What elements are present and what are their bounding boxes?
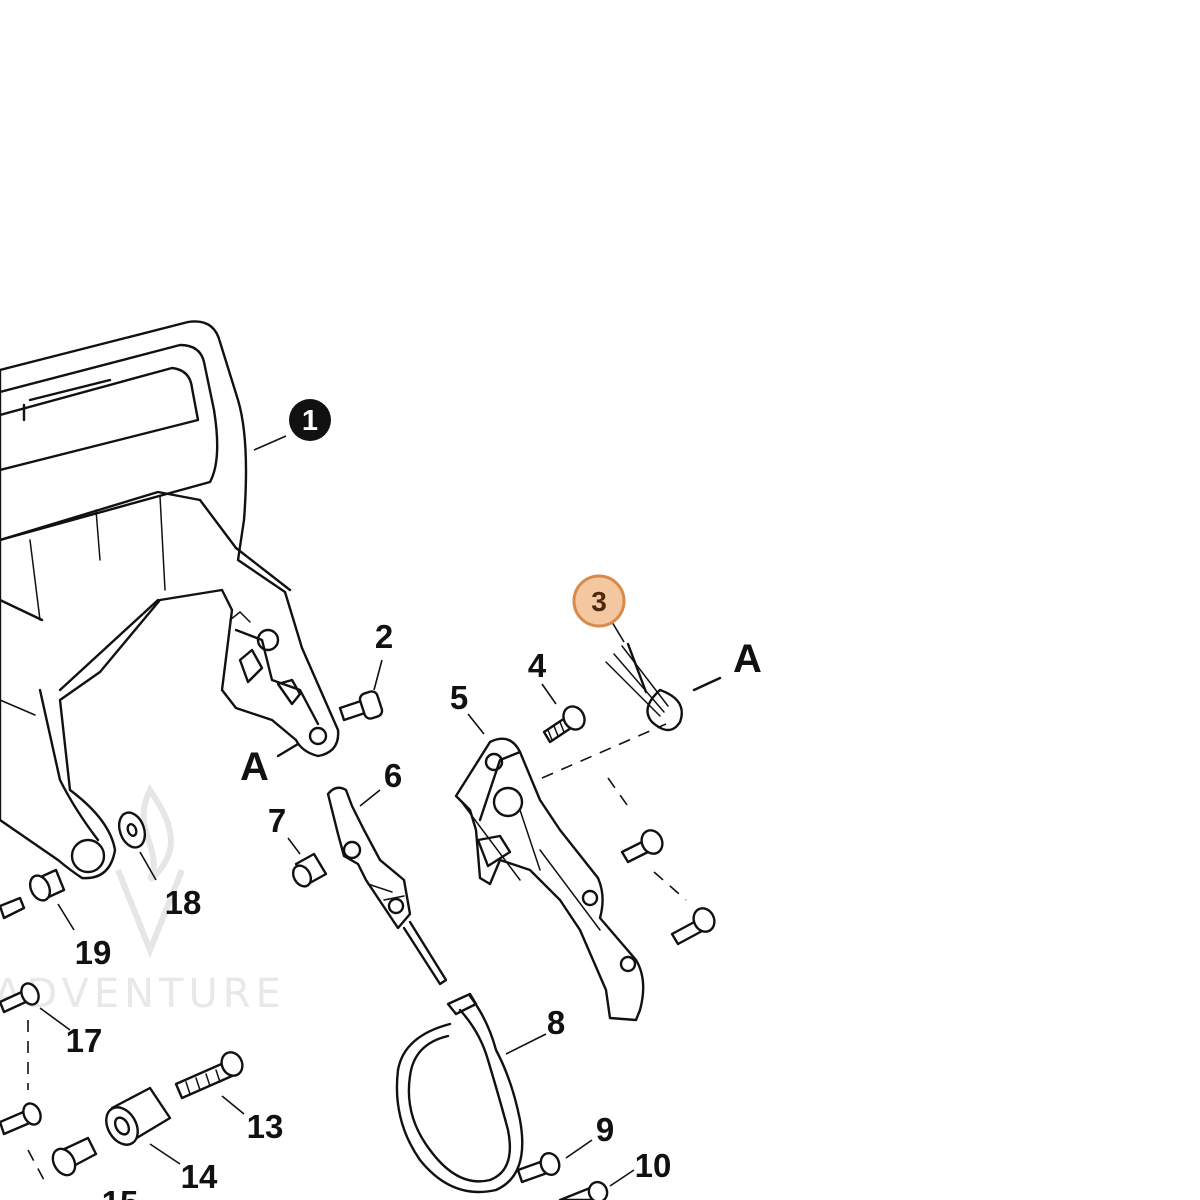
callout-15[interactable]: 15 (102, 1184, 139, 1200)
callout-3-number: 3 (591, 586, 607, 617)
assembly-guide-lines (27, 723, 687, 1181)
part-1-handle-frame[interactable] (0, 320, 340, 880)
callout-10[interactable]: 10 (635, 1147, 672, 1184)
callout-4[interactable]: 4 (528, 647, 547, 684)
part-9-bolt[interactable] (516, 1151, 562, 1184)
part-18-washer[interactable] (115, 809, 150, 851)
part-4-bolt[interactable] (542, 703, 589, 744)
watermark-flame-icon (115, 784, 185, 959)
callout-17[interactable]: 17 (66, 1022, 103, 1059)
bolt-lower[interactable] (670, 905, 718, 946)
callout-19[interactable]: 19 (75, 934, 112, 971)
callout-14[interactable]: 14 (181, 1158, 218, 1195)
callout-9[interactable]: 9 (596, 1111, 614, 1148)
callout-1-badge[interactable]: 1 (289, 399, 331, 441)
part-2-bolt[interactable] (338, 690, 384, 722)
section-marker-left: A (240, 742, 300, 789)
watermark-text: ADVENTURE (0, 971, 286, 1017)
part-13-bolt[interactable] (174, 1049, 246, 1100)
section-marker-label-right: A (733, 637, 762, 681)
callout-6[interactable]: 6 (384, 757, 402, 794)
part-6-linkage[interactable] (326, 786, 448, 986)
callout-13[interactable]: 13 (247, 1108, 284, 1145)
part-19-bushing[interactable] (0, 868, 66, 920)
callout-1-number: 1 (302, 405, 318, 437)
callout-5[interactable]: 5 (450, 679, 468, 716)
callout-3-highlight[interactable]: 3 (572, 574, 626, 628)
part-7-bushing[interactable] (290, 852, 328, 890)
callout-18[interactable]: 18 (165, 884, 202, 921)
callout-7[interactable]: 7 (268, 802, 286, 839)
part-17-bolt[interactable] (0, 981, 44, 1136)
section-marker-right: A (692, 637, 762, 692)
part-3-spring-clip[interactable] (605, 642, 683, 732)
callout-8[interactable]: 8 (547, 1004, 565, 1041)
callout-2[interactable]: 2 (375, 618, 393, 655)
part-8-brake-band[interactable] (395, 992, 524, 1194)
watermark: ADVENTURE (0, 784, 286, 1017)
bolt-center[interactable] (620, 827, 666, 864)
part-5-brake-lever[interactable] (454, 737, 645, 1022)
section-marker-label-left: A (240, 745, 269, 789)
leader-lines (39, 435, 635, 1187)
part-10-bolt[interactable] (558, 1180, 610, 1200)
part-14-cylinder[interactable] (100, 1086, 172, 1150)
part-15-bushing[interactable] (48, 1136, 98, 1179)
